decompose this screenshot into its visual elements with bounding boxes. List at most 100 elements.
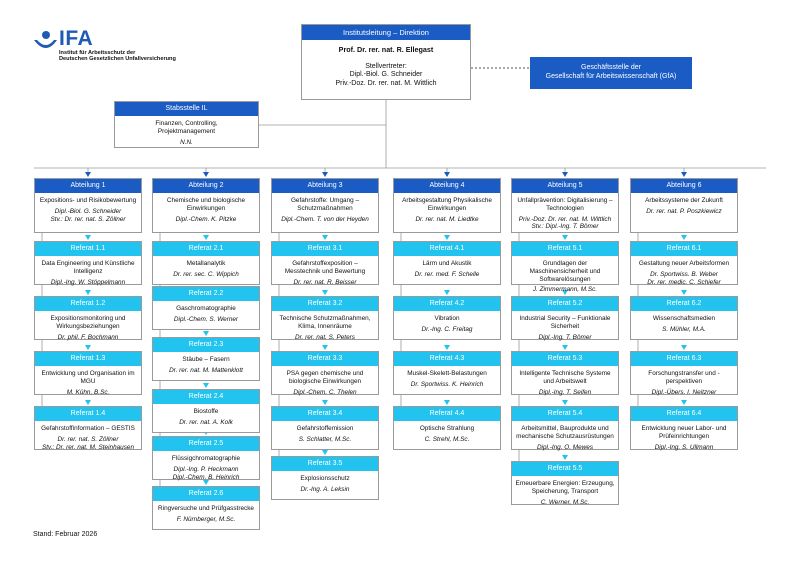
referat-title: Ringversuche und Prüfgasstrecke [158,505,254,512]
referat-header: Referat 1.3 [35,352,141,366]
referat-title: Forschungstransfer und -perspektiven [648,370,720,385]
referat-head: Dr.-Ing. C. Freitag [421,325,473,333]
department-arrow-2 [203,172,209,177]
referat-head: Dr. rer. sec. C. Wippich [173,270,239,278]
referat-arrow-3-1 [322,235,328,240]
ifa-logo-icon [34,31,57,48]
referat-header: Referat 3.3 [272,352,378,366]
referat-title: Technische Schutzmaßnahmen, Klima, Innen… [279,315,371,330]
referat-arrow-6-3 [681,345,687,350]
leadership-header: Institutsleitung – Direktion [302,25,470,40]
referat-header: Referat 5.3 [512,352,618,366]
logo-wordmark: IFA [59,27,94,50]
department-deputy: Stv.: Dipl.-Ing. T. Bömer [531,223,599,231]
referat-header: Referat 2.5 [153,437,259,451]
referat-title: Flüssigchromatographie [171,455,241,462]
referat-arrow-3-2 [322,290,328,295]
referat-head: C. Strehl, M.Sc. [424,435,470,443]
referat-title: Stäube – Fasern [182,356,230,363]
referat-header: Referat 4.2 [394,297,500,311]
referat-header: Referat 2.2 [153,287,259,301]
referat-title: Intelligente Technische Systeme und Arbe… [519,370,611,385]
referat-header: Referat 5.5 [512,462,618,476]
referat-title: Entwicklung und Organisation im MGU [41,370,135,385]
referat-deputy: Dipl.-Chem. B. Heinrich [172,473,240,481]
referat-header: Referat 5.2 [512,297,618,311]
referat-arrow-5-5 [562,455,568,460]
referat-title: Arbeitsmittel, Bauprodukte und mechanisc… [516,425,614,440]
referat-title: Muskel-Skelett-Belastungen [407,370,487,377]
department-head: Dipl.-Chem. T. von der Heyden [281,215,369,223]
referat-header: Referat 5.1 [512,242,618,256]
referat-arrow-6-4 [681,400,687,405]
department-head: Dr. rer. nat. M. Liedtke [415,215,479,223]
department-arrow-6 [681,172,687,177]
department-arrow-1 [85,172,91,177]
footer-date: Stand: Februar 2026 [33,531,98,538]
referat-title: Entwicklung neuer Labor- und Prüfeinrich… [641,425,727,440]
leadership-deputies: Stellvertreter: Dipl.-Biol. G. Schneider… [335,62,437,87]
referat-title: Wissenschaftsmedien [652,315,716,322]
department-deputy: Stv.: Dr. rer. nat. S. Zöllner [50,215,126,223]
referat-head: Dipl.-Ing. S. Ullmann [654,443,714,451]
department-arrow-4 [444,172,450,177]
referat-title: Gaschromatographie [176,305,236,312]
referat-arrow-4-3 [444,345,450,350]
department-header: Abteilung 6 [631,179,737,193]
referat-title: Biostoffe [193,408,219,415]
staff-person: N.N. [180,138,193,146]
referat-title: Industrial Security – Funktionale Sicher… [519,315,611,330]
referat-arrow-1-4 [85,400,91,405]
referat-header: Referat 4.3 [394,352,500,366]
referat-head: Dr. rer. nat. A. Kolk [179,418,233,426]
referat-arrow-1-2 [85,290,91,295]
referat-title: PSA gegen chemische und biologische Einw… [286,370,364,385]
leadership-name: Prof. Dr. rer. nat. R. Ellegast [338,45,434,54]
department-title: Arbeitsgestaltung Physikalische Einwirku… [402,197,492,212]
referat-title: Optische Strahlung [419,425,475,432]
department-header: Abteilung 5 [512,179,618,193]
department-head: Priv.-Doz. Dr. rer. nat. M. Wittlich [518,215,612,223]
referat-header: Referat 6.3 [631,352,737,366]
referat-arrow-3-3 [322,345,328,350]
referat-head: Dipl.-Ing. T. Bömer [538,333,592,341]
department-box-5: Abteilung 5 Unfallprävention: Digitalisie… [511,178,619,233]
referat-head: Dipl.-Ing. O. Mewes [536,443,594,451]
referat-header: Referat 2.6 [153,487,259,501]
department-title: Unfallprävention: Digitalisierung – Tech… [517,197,613,212]
referat-head: Dipl.-Übers. I. Neitzner [651,388,717,396]
referat-head: Dipl.-Ing. W. Stöppelmann [50,278,126,286]
referat-head: Dipl.-Ing. T. Seifen [538,388,592,396]
referat-header: Referat 6.4 [631,407,737,421]
referat-header: Referat 6.1 [631,242,737,256]
referat-title: Gefahrstoffemission [296,425,354,432]
referat-header: Referat 1.1 [35,242,141,256]
referat-arrow-4-4 [444,400,450,405]
leadership-box: Institutsleitung – Direktion Prof. Dr. r… [301,24,471,100]
referat-header: Referat 2.4 [153,390,259,404]
department-head: Dr. rer. nat. P. Poszkiewicz [646,207,722,215]
referat-arrow-3-4 [322,400,328,405]
referat-title: Expositionsmonitoring und Wirkungsbezieh… [50,315,126,330]
referat-head: S. Schlatter, M.Sc. [298,435,352,443]
referat-arrow-5-4 [562,400,568,405]
referat-arrow-5-3 [562,345,568,350]
